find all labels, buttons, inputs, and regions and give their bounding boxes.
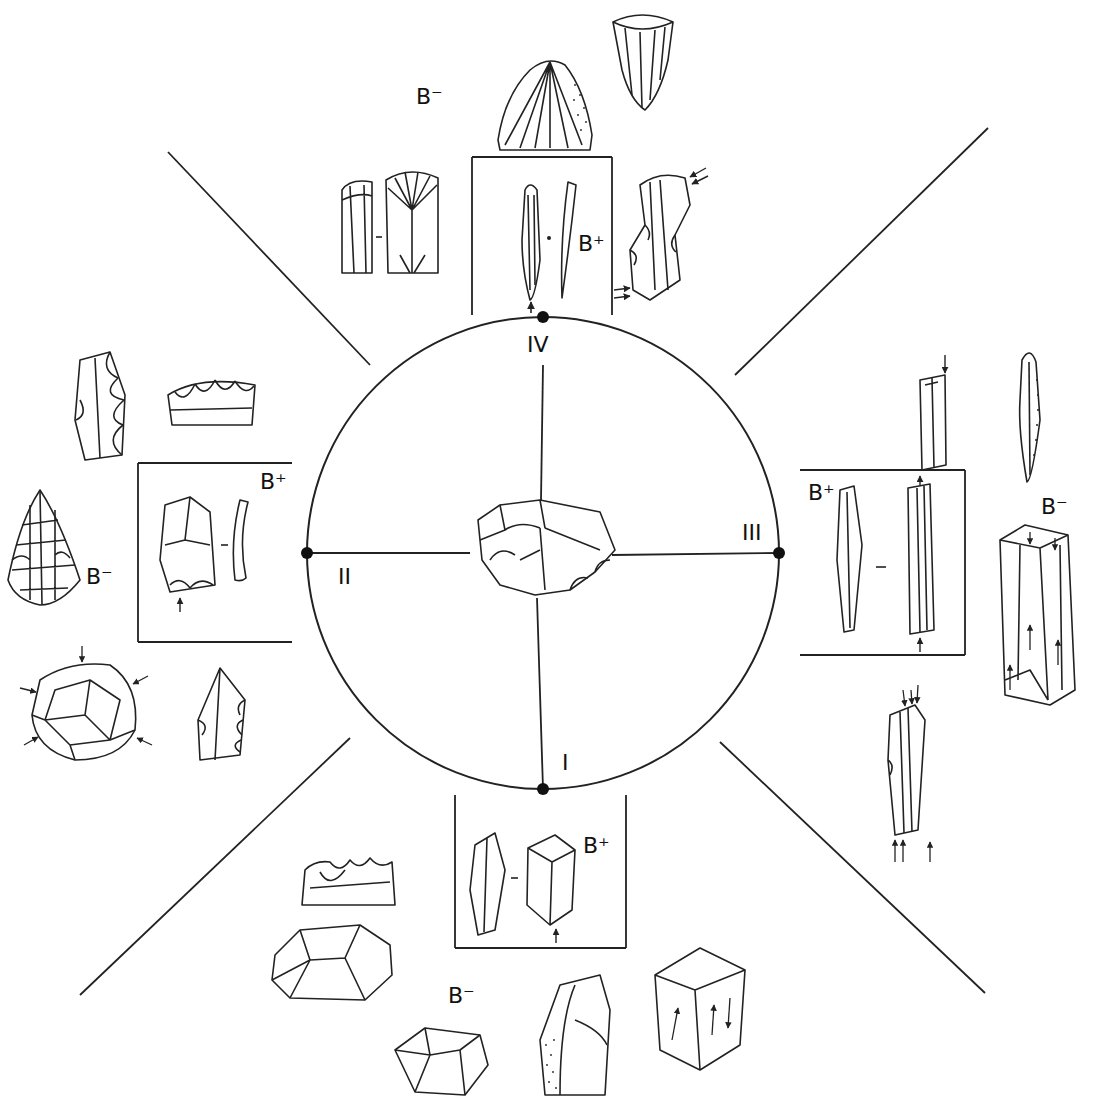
phase-label: B⁺ (583, 835, 610, 857)
stage-numeral: III (742, 522, 761, 544)
bottom-sector-tools (272, 833, 745, 1095)
phase-label: B⁺ (808, 482, 835, 504)
box-side (138, 641, 292, 643)
box-side (800, 654, 965, 656)
stage-box: B⁺ (138, 463, 292, 642)
box-side (471, 157, 473, 315)
box-side (138, 462, 292, 464)
phase-label: B⁻ (1041, 496, 1068, 518)
phase-label: B⁻ (448, 985, 475, 1007)
stage-dots (301, 311, 785, 795)
stage-box: B⁺ (472, 157, 612, 315)
phase-label: B⁺ (578, 233, 605, 255)
box-side (611, 157, 613, 315)
box-side (137, 463, 139, 642)
stage-numeral: II (338, 566, 351, 588)
cycle-circle (307, 317, 779, 789)
left-sector-tools (8, 352, 255, 760)
right-sector-tools (837, 353, 1075, 862)
box-side (454, 795, 456, 948)
stage-numeral: IV (527, 334, 549, 356)
top-sector-tools (342, 15, 708, 313)
box-side (625, 795, 627, 948)
stage-numeral: I (562, 752, 569, 774)
central-flake (478, 500, 615, 595)
box-side (964, 470, 966, 655)
stage-box: B⁺ (455, 795, 626, 948)
stage-box: B⁺ (800, 470, 965, 655)
phase-label: B⁺ (260, 471, 287, 493)
box-side (800, 469, 965, 471)
phase-label: B⁻ (86, 566, 113, 588)
box-outline (455, 795, 626, 948)
box-side (455, 947, 626, 949)
phase-label: B⁻ (416, 86, 443, 108)
axis-lines (80, 128, 988, 995)
box-side (472, 156, 612, 158)
